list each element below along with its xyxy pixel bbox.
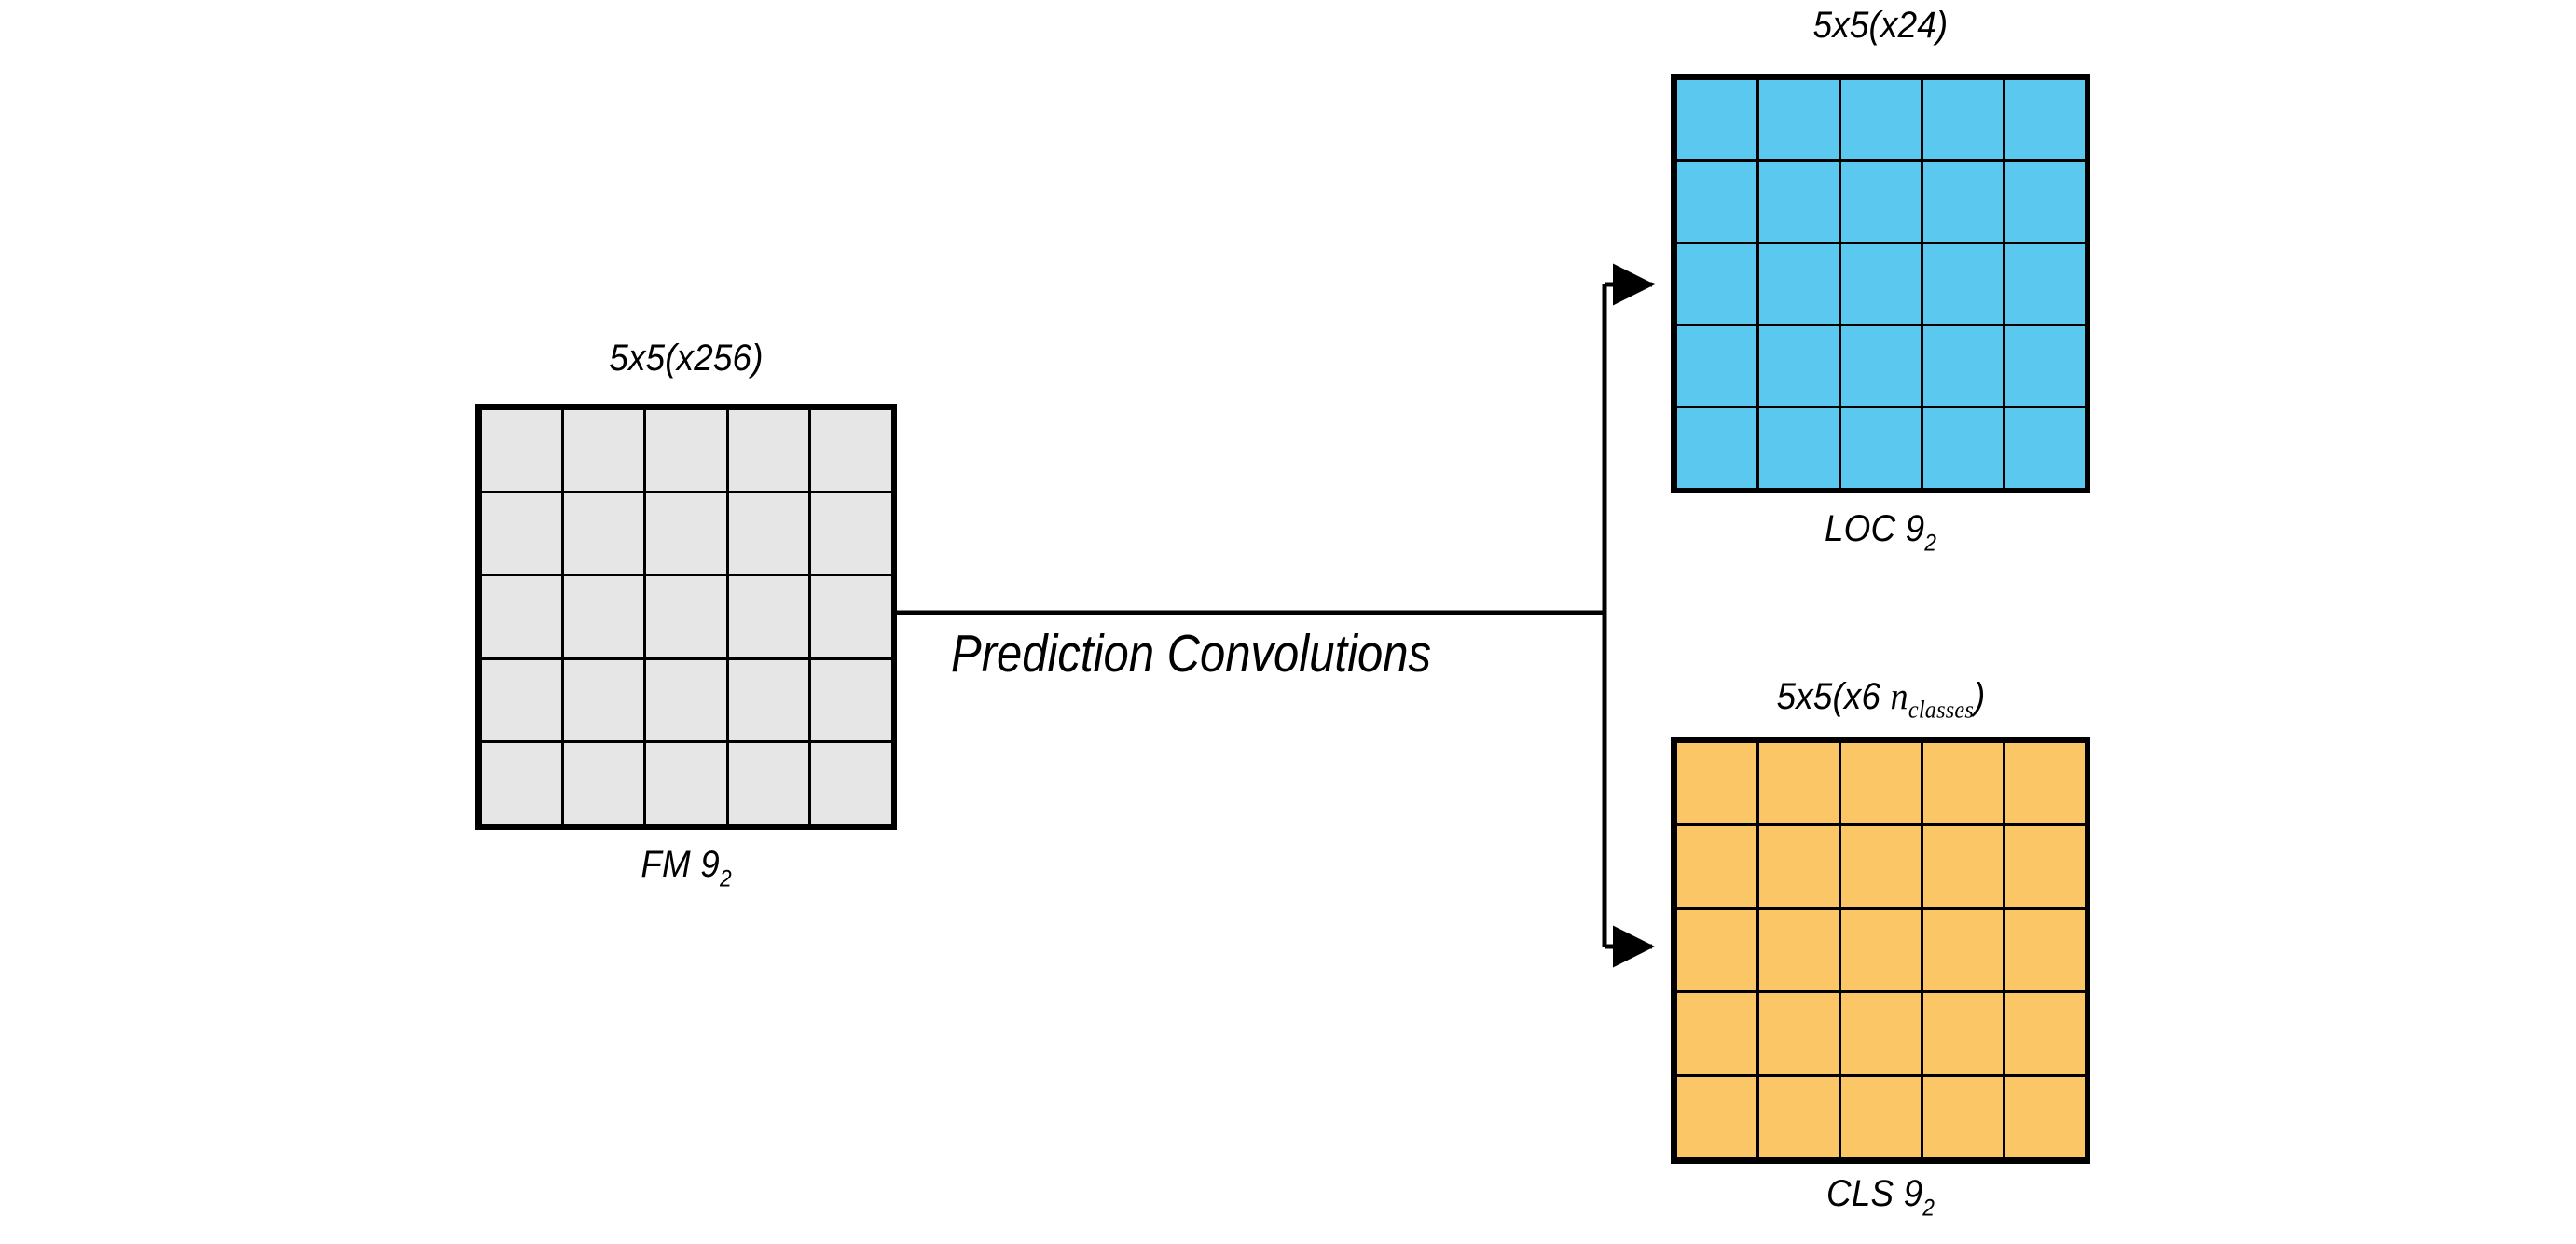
grid-cell bbox=[1920, 1073, 2005, 1161]
grid-cell bbox=[1838, 990, 1923, 1077]
grid-cell bbox=[560, 740, 647, 827]
grid-cell bbox=[478, 574, 564, 660]
grid-cell bbox=[2002, 241, 2087, 326]
grid-cell bbox=[1756, 739, 1841, 827]
classification-top-variable-subscript: classes bbox=[1908, 695, 1974, 724]
grid-cell bbox=[643, 574, 729, 660]
grid-cell bbox=[1756, 405, 1841, 491]
grid-cell bbox=[1674, 76, 1759, 162]
grid-cell bbox=[1838, 76, 1923, 162]
grid-cell bbox=[1674, 990, 1759, 1077]
classification-top-variable: n bbox=[1890, 674, 1908, 717]
grid-cell bbox=[1674, 906, 1759, 994]
feature-map-name: FM 9 bbox=[641, 844, 720, 885]
grid-cell bbox=[1838, 405, 1923, 491]
grid-cell bbox=[2002, 739, 2087, 827]
grid-cell bbox=[808, 574, 894, 660]
grid-cell bbox=[1920, 76, 2005, 162]
grid-cell bbox=[1674, 241, 1759, 326]
grid-cell bbox=[1920, 906, 2005, 994]
localization-name: LOC 9 bbox=[1825, 508, 1925, 549]
grid-cell bbox=[1838, 823, 1923, 910]
grid-cell bbox=[1838, 241, 1923, 326]
classification-subscript: 2 bbox=[1922, 1196, 1935, 1222]
feature-map-bottom-label: FM 92 bbox=[492, 844, 880, 892]
grid-cell bbox=[1756, 159, 1841, 244]
grid-cell bbox=[1756, 323, 1841, 408]
grid-cell bbox=[1674, 1073, 1759, 1161]
classification-top-prefix: 5x5(x6 bbox=[1776, 676, 1891, 717]
grid-cell bbox=[2002, 76, 2087, 162]
prediction-convolutions-label: Prediction Convolutions bbox=[951, 624, 1432, 684]
grid-cell bbox=[1674, 823, 1759, 910]
grid-cell bbox=[2002, 906, 2087, 994]
grid-cell bbox=[1674, 323, 1759, 408]
localization-subscript: 2 bbox=[1924, 531, 1936, 557]
grid-cell bbox=[1920, 990, 2005, 1077]
grid-cell bbox=[1920, 323, 2005, 408]
feature-map-top-label: 5x5(x256) bbox=[609, 338, 764, 379]
grid-cell bbox=[725, 407, 812, 493]
grid-cell bbox=[725, 490, 812, 577]
grid-cell bbox=[1674, 405, 1759, 491]
grid-cell bbox=[643, 490, 729, 577]
grid-cell bbox=[1920, 405, 2005, 491]
classification-bottom-label: CLS 92 bbox=[1687, 1173, 2073, 1222]
grid-cell bbox=[643, 657, 729, 744]
feature-map-subscript: 2 bbox=[719, 866, 732, 892]
localization-top-label: 5x5(x24) bbox=[1812, 5, 1949, 46]
localization-grid bbox=[1671, 74, 2090, 493]
grid-cell bbox=[478, 657, 564, 744]
grid-cell bbox=[1920, 823, 2005, 910]
grid-cell bbox=[1756, 241, 1841, 326]
classification-top-label: 5x5(x6 nclasses) bbox=[1660, 673, 2102, 725]
grid-cell bbox=[2002, 323, 2087, 408]
grid-cell bbox=[808, 740, 894, 827]
grid-cell bbox=[478, 407, 564, 493]
grid-cell bbox=[2002, 159, 2087, 244]
grid-cell bbox=[1838, 159, 1923, 244]
grid-cell bbox=[560, 490, 647, 577]
grid-cell bbox=[1838, 906, 1923, 994]
grid-cell bbox=[1674, 159, 1759, 244]
grid-cell bbox=[643, 407, 729, 493]
grid-cell bbox=[808, 657, 894, 744]
grid-cell bbox=[478, 490, 564, 577]
grid-cell bbox=[560, 657, 647, 744]
feature-map-grid bbox=[475, 404, 897, 830]
grid-cell bbox=[725, 657, 812, 744]
grid-cell bbox=[1838, 323, 1923, 408]
classification-grid bbox=[1671, 737, 2090, 1164]
grid-cell bbox=[808, 407, 894, 493]
grid-cell bbox=[478, 740, 564, 827]
grid-cell bbox=[1920, 739, 2005, 827]
grid-cell bbox=[725, 740, 812, 827]
grid-cell bbox=[1756, 906, 1841, 994]
grid-cell bbox=[1838, 739, 1923, 827]
grid-cell bbox=[560, 574, 647, 660]
grid-cell bbox=[1838, 1073, 1923, 1161]
grid-cell bbox=[1920, 241, 2005, 326]
grid-cell bbox=[725, 574, 812, 660]
grid-cell bbox=[2002, 405, 2087, 491]
grid-cell bbox=[560, 407, 647, 493]
grid-cell bbox=[1920, 159, 2005, 244]
grid-cell bbox=[1756, 823, 1841, 910]
grid-cell bbox=[1756, 76, 1841, 162]
grid-cell bbox=[1756, 1073, 1841, 1161]
grid-cell bbox=[808, 490, 894, 577]
grid-cell bbox=[1674, 739, 1759, 827]
grid-cell bbox=[1756, 990, 1841, 1077]
grid-cell bbox=[2002, 990, 2087, 1077]
grid-cell bbox=[643, 740, 729, 827]
grid-cell bbox=[2002, 823, 2087, 910]
classification-name: CLS 9 bbox=[1826, 1173, 1923, 1214]
localization-bottom-label: LOC 92 bbox=[1687, 508, 2073, 557]
grid-cell bbox=[2002, 1073, 2087, 1161]
classification-top-suffix: ) bbox=[1973, 676, 1986, 717]
